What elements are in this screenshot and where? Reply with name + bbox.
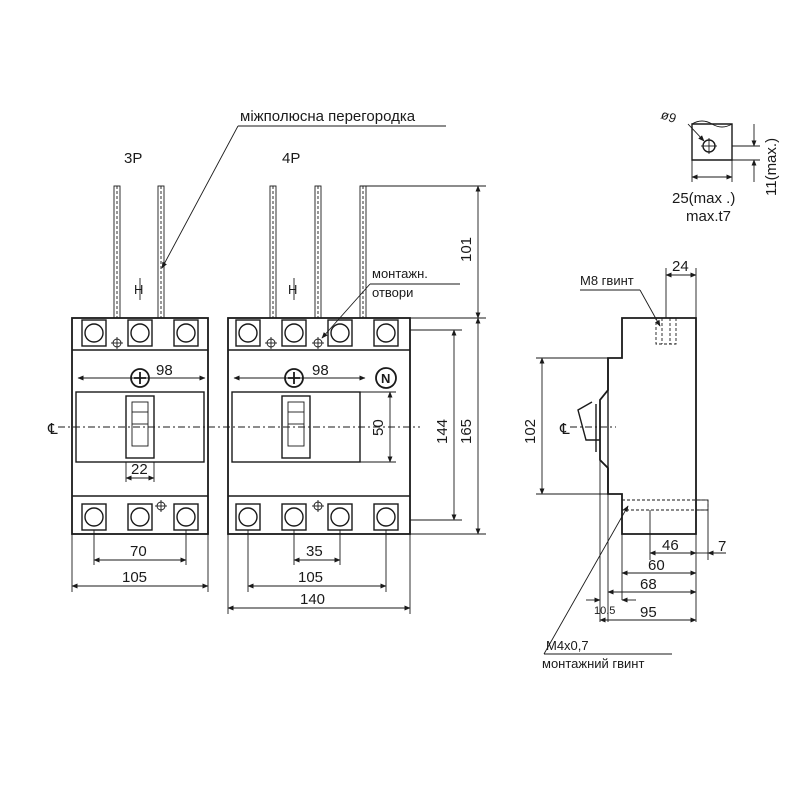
dim-46: 46: [662, 537, 679, 554]
dim-95: 95: [640, 604, 657, 621]
dim-165: 165: [458, 419, 475, 444]
side-body-outline: [599, 317, 697, 535]
hole-diameter-label: ø9: [659, 107, 678, 126]
m8-screw-label: M8 гвинт: [580, 273, 634, 288]
body-outline-3p: [71, 317, 209, 535]
vertical-dimensions: 101 144 165: [360, 185, 486, 535]
neutral-badge: [375, 367, 397, 389]
svg-text:H: H: [288, 282, 297, 297]
svg-text:H: H: [134, 282, 143, 297]
barriers-3p: [113, 185, 165, 319]
top-terminals-4p: [235, 319, 399, 347]
dim-105-4p: 105: [298, 569, 323, 586]
dim-105-3p: 105: [122, 569, 147, 586]
side-view: M8 гвинт 24 102 ℄ 46: [522, 258, 726, 671]
front-view-4p: H N монтажн. отвори 98 50 35 105 140: [227, 185, 460, 614]
terminal-detail: ø9 25(max .) max.t7 11(max.): [659, 107, 780, 225]
bottom-terminals-3p: [81, 503, 199, 531]
dim-98-4p: 98: [312, 362, 329, 379]
centerline-symbol-front: ℄: [47, 421, 58, 438]
handle-4p: [281, 395, 311, 459]
mounting-screw-label: монтажний гвинт: [542, 656, 644, 671]
terminal-max-width: 25(max .): [672, 190, 735, 207]
dim-24: 24: [672, 258, 689, 275]
dim-68: 68: [640, 576, 657, 593]
dim-101: 101: [458, 237, 475, 262]
variant-4p-label: 4P: [282, 150, 300, 167]
dim-35: 35: [306, 543, 323, 560]
m4-screw-label: M4x0,7: [546, 638, 589, 653]
cover-panel-4p: [231, 391, 361, 463]
dim-144: 144: [434, 419, 451, 444]
m4-screw-detail: [621, 499, 709, 511]
bottom-terminals-4p: [235, 503, 399, 531]
interpole-barrier-label: міжполюсна перегородка: [240, 108, 416, 125]
side-handle: [577, 401, 600, 441]
dim-98-3p: 98: [156, 362, 173, 379]
body-outline-4p: [227, 317, 411, 535]
dim-7: 7: [718, 538, 726, 555]
neutral-mark: N: [381, 371, 390, 386]
dim-50: 50: [370, 419, 387, 436]
terminal-max-thickness: max.t7: [686, 208, 731, 225]
barriers-4p: [269, 185, 367, 319]
dim-102: 102: [522, 419, 539, 444]
interpole-barrier-callout: міжполюсна перегородка: [161, 108, 446, 269]
dim-22: 22: [131, 461, 148, 478]
mounting-holes-4p: [265, 337, 324, 512]
dim-140: 140: [300, 591, 325, 608]
mounting-holes-label-2: отвори: [372, 285, 413, 300]
terminal-max-offset: 11(max.): [763, 138, 780, 196]
mounting-holes-3p: [111, 337, 167, 512]
centerline-symbol-side: ℄: [559, 421, 570, 438]
top-terminals-3p: [81, 319, 199, 347]
dim-10-5: 10.5: [594, 605, 615, 617]
dim-70: 70: [130, 543, 147, 560]
mounting-holes-label-1: монтажн.: [372, 266, 428, 281]
dim-60: 60: [648, 557, 665, 574]
variant-3p-label: 3P: [124, 150, 142, 167]
m8-screw-detail: M8 гвинт: [580, 273, 677, 345]
front-view-3p: H ℄ 98 22 70 105: [47, 185, 420, 592]
